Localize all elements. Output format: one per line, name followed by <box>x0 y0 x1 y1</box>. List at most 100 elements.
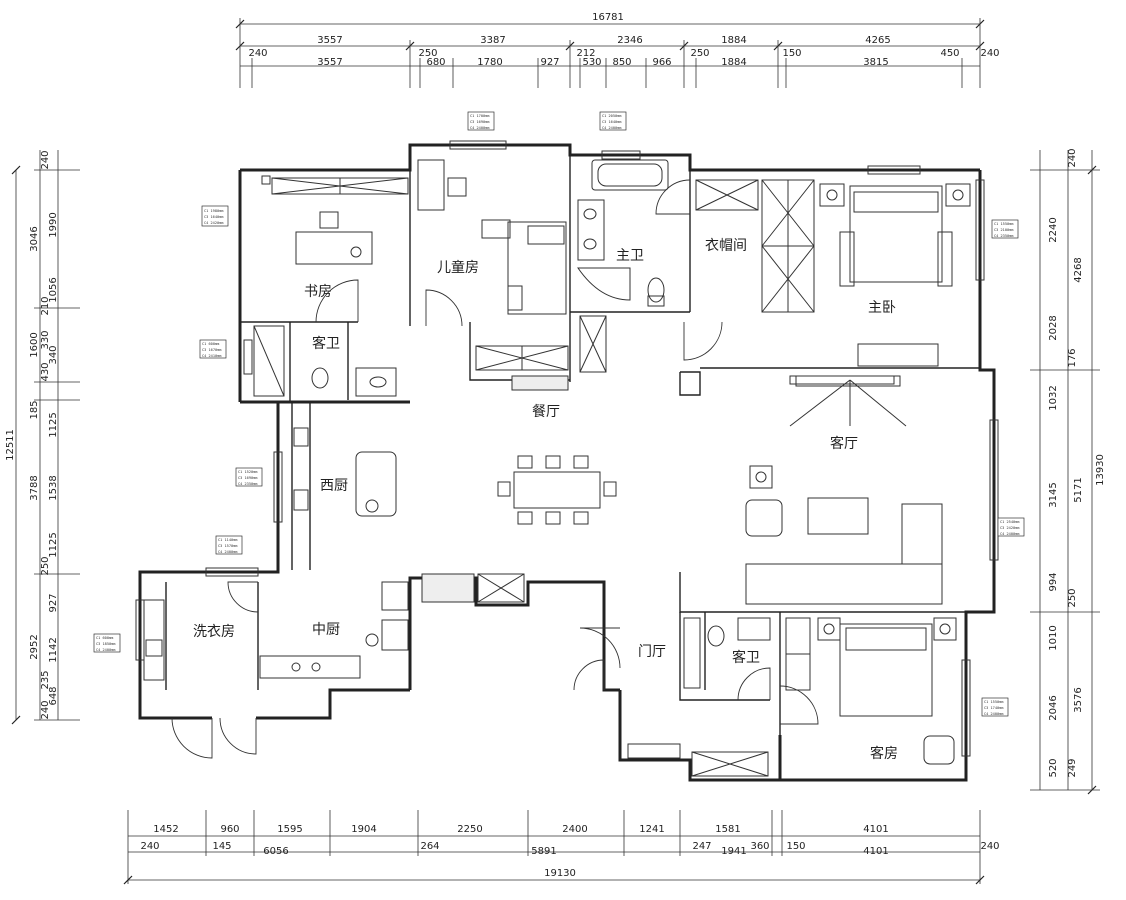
left-det-1125b: 1125 <box>48 532 59 557</box>
room-label-master-bath: 主卫 <box>616 248 644 264</box>
window-tags: C1 1980mm C3 1640mm C4 2420mm C1 1700mm … <box>93 111 1025 717</box>
right-seg-3576: 3576 <box>1073 687 1084 712</box>
right-det-994: 994 <box>1048 572 1059 591</box>
kitchen-island <box>355 451 397 517</box>
right-det-249: 249 <box>1067 758 1078 777</box>
left-det-430: 430 <box>40 362 51 381</box>
room-label-entry: 门厅 <box>638 644 666 660</box>
kitchen-counter <box>259 655 361 679</box>
bottom-dim-960: 960 <box>220 824 239 835</box>
room-label-master-bedroom: 主卧 <box>868 300 896 316</box>
bottom-sub-240a: 240 <box>140 841 159 852</box>
svg-text:C1 600mm: C1 600mm <box>96 636 113 640</box>
room-label-kids: 儿童房 <box>437 259 479 276</box>
right-det-240: 240 <box>1067 148 1078 167</box>
door-swings <box>171 179 819 759</box>
top-sub-250b: 250 <box>690 48 709 59</box>
svg-text:C3 1570mm: C3 1570mm <box>218 544 237 548</box>
kids-chair <box>447 177 467 197</box>
right-seg-5171: 5171 <box>1073 477 1084 502</box>
left-seg-3788: 3788 <box>29 475 40 500</box>
tag-guestbath-window: C1 600mm C3 1670mm C4 2410mm <box>199 339 227 359</box>
svg-text:C4 2410mm: C4 2410mm <box>202 354 221 358</box>
left-det-330: 330 <box>40 330 51 349</box>
top-sub-1780: 1780 <box>477 57 502 68</box>
left-seg-3046: 3046 <box>29 226 40 251</box>
room-label-guest-bath-top: 客卫 <box>312 335 340 352</box>
top-sub-250a: 250 <box>418 48 437 59</box>
svg-text:C1 1700mm: C1 1700mm <box>470 114 489 118</box>
left-det-210: 210 <box>40 296 51 315</box>
bottom-dimension-chain: 1452 960 1595 1904 2250 2400 1241 1581 4… <box>123 810 1000 885</box>
sofa <box>745 563 943 605</box>
bottom-dim-2250: 2250 <box>457 824 482 835</box>
bottom-sub-1941: 1941 <box>721 846 746 857</box>
tag-kitchen-window: C1 1520mm C3 1690mm C4 2350mm <box>235 467 263 487</box>
bottom-dim-1241: 1241 <box>639 824 664 835</box>
furniture <box>143 159 971 777</box>
top-sub-3557: 3557 <box>317 57 342 68</box>
left-det-240b: 240 <box>40 700 51 719</box>
top-sub-240b: 240 <box>980 48 999 59</box>
right-det-520: 520 <box>1048 758 1059 777</box>
entry-cabinet-left <box>421 573 475 603</box>
study-desk <box>295 231 373 265</box>
bottom-sub-150: 150 <box>786 841 805 852</box>
left-det-1125a: 1125 <box>48 412 59 437</box>
guest-toilet-top <box>311 367 329 389</box>
svg-text:C3 1850mm: C3 1850mm <box>96 642 115 646</box>
bottom-sub-247: 247 <box>692 841 711 852</box>
left-det-240a: 240 <box>40 150 51 169</box>
kids-bed <box>507 221 567 315</box>
bottom-sub-264: 264 <box>420 841 439 852</box>
top-dimension-chain: 16781 3557 3387 2346 1884 4265 240 3557 … <box>235 12 1000 88</box>
svg-text:C3 1740mm: C3 1740mm <box>984 706 1003 710</box>
left-det-648: 648 <box>48 686 59 705</box>
top-dim-3: 2346 <box>617 35 642 46</box>
left-det-1538: 1538 <box>48 475 59 500</box>
top-sub-680: 680 <box>426 57 445 68</box>
bathtub <box>591 159 669 191</box>
bottom-sub-145: 145 <box>212 841 231 852</box>
svg-text:C1 1980mm: C1 1980mm <box>204 209 223 213</box>
bottom-sub-4101b: 4101 <box>863 846 888 857</box>
svg-text:C1 1520mm: C1 1520mm <box>238 470 257 474</box>
top-dim-2: 3387 <box>480 35 505 46</box>
top-total-dim: 16781 <box>592 12 624 23</box>
top-sub-240a: 240 <box>248 48 267 59</box>
left-det-1990: 1990 <box>48 212 59 237</box>
windows <box>135 140 999 757</box>
top-dim-5: 4265 <box>865 35 890 46</box>
svg-text:C1 1550mm: C1 1550mm <box>994 222 1013 226</box>
room-label-chinese-kitchen: 中厨 <box>312 622 340 638</box>
master-bed <box>849 185 943 283</box>
left-det-235: 235 <box>40 670 51 689</box>
svg-text:C4 2350mm: C4 2350mm <box>238 482 257 486</box>
kids-desk <box>417 159 445 211</box>
master-toilet <box>647 277 665 303</box>
left-det-1056: 1056 <box>48 277 59 302</box>
tag-corridor-window: C1 1140mm C3 1570mm C4 2400mm <box>215 535 243 555</box>
room-label-living: 客厅 <box>830 435 858 452</box>
bottom-sub-360: 360 <box>750 841 769 852</box>
svg-text:C4 2420mm: C4 2420mm <box>204 221 223 225</box>
svg-text:C4 2350mm: C4 2350mm <box>994 234 1013 238</box>
right-det-2028: 2028 <box>1048 315 1059 340</box>
top-sub-927: 927 <box>540 57 559 68</box>
room-label-laundry: 洗衣房 <box>193 624 235 640</box>
right-det-176: 176 <box>1067 348 1078 367</box>
top-sub-966: 966 <box>652 57 671 68</box>
master-tv-cabinet <box>857 343 939 367</box>
svg-text:C3 1690mm: C3 1690mm <box>470 120 489 124</box>
tag-living-window: C1 2540mm C3 2420mm C4 2400mm <box>997 517 1025 537</box>
right-det-2240: 2240 <box>1048 217 1059 242</box>
bottom-dim-1452: 1452 <box>153 824 178 835</box>
top-sub-450: 450 <box>940 48 959 59</box>
svg-text:C3 2100mm: C3 2100mm <box>994 228 1013 232</box>
svg-text:C3 1640mm: C3 1640mm <box>602 120 621 124</box>
room-label-western-kitchen: 西厨 <box>320 478 348 494</box>
top-sub-1884: 1884 <box>721 57 746 68</box>
dining-table <box>513 471 601 509</box>
bottom-sub-5891: 5891 <box>531 846 556 857</box>
